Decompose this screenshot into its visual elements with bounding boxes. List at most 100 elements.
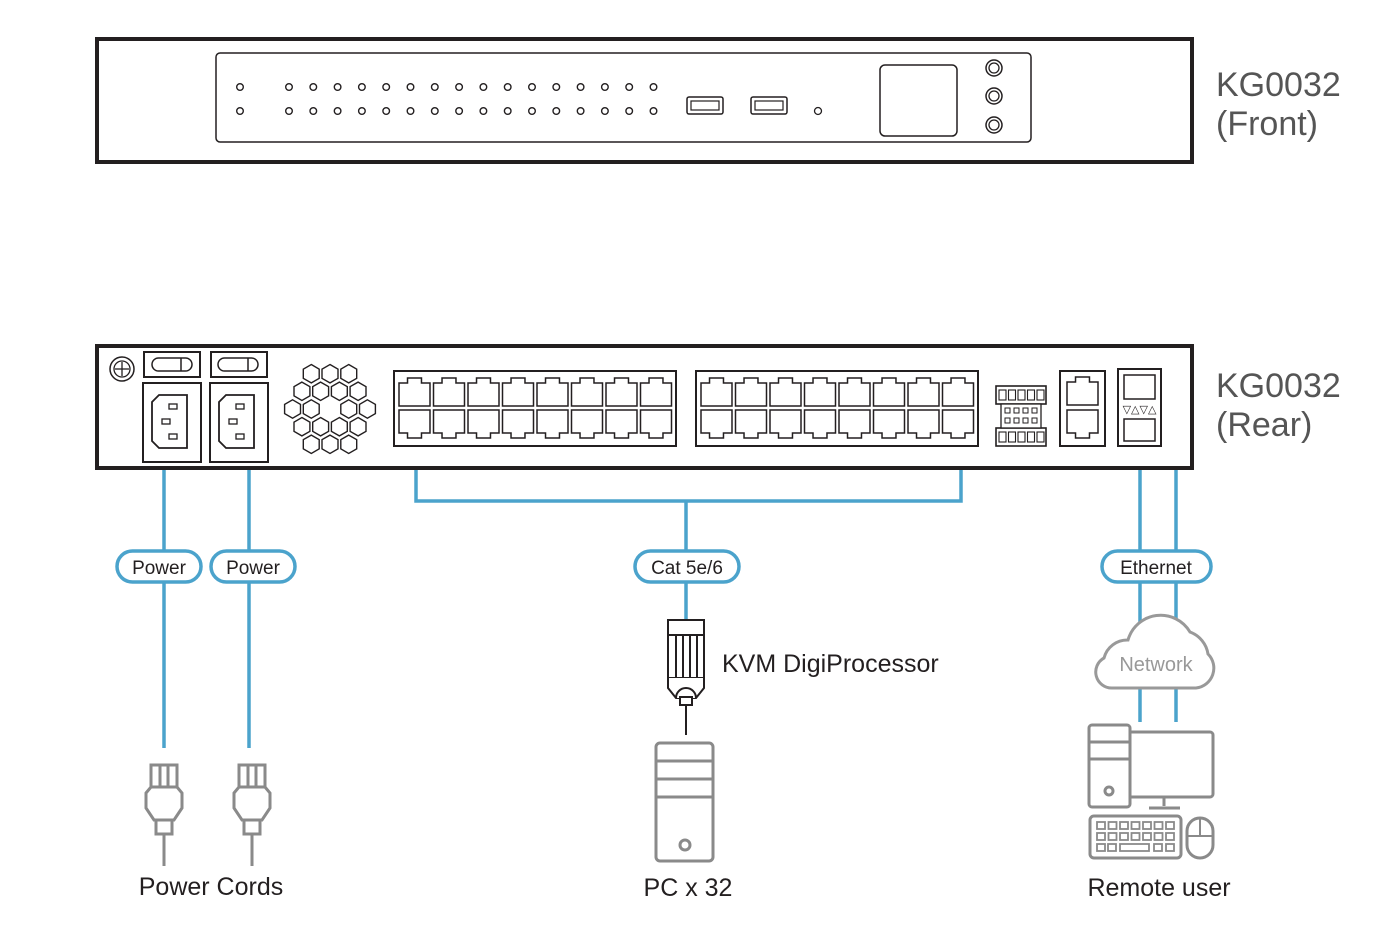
rj45-port [769,409,802,439]
kvm-adapter-label: KVM DigiProcessor [722,650,939,678]
fan-hex [321,363,339,384]
power-cords-label: Power Cords [139,873,284,901]
rj45-port [803,377,837,407]
fan-hex [349,416,367,437]
rj45-port [398,409,431,439]
rj45-port [467,377,500,407]
rj45-port [605,409,638,439]
cat-label: Cat 5e/6 [633,549,741,584]
front-led [625,82,634,91]
ethernet-label: Ethernet [1100,549,1213,584]
rear-model-label: KG0032 [1216,367,1341,405]
front-led [455,106,464,115]
fan-hex [302,363,320,384]
svg-text:Power: Power [132,558,187,579]
front-led [430,106,439,115]
led-port-block: ▽△▽△ [1117,368,1162,447]
rj45-port [536,377,569,407]
front-led [552,82,561,91]
keyboard-key [1165,832,1175,841]
front-led [333,82,342,91]
triangle-indicators-icon: ▽△▽△ [1123,404,1157,416]
front-led [649,106,658,115]
front-led [430,82,439,91]
power-switch-2 [210,351,268,378]
front-led-status [235,82,244,91]
fan-hex [321,434,339,455]
keyboard-key [1096,832,1106,841]
remote-user-label: Remote user [1087,874,1230,902]
rj45-ports [398,377,975,439]
svg-text:Power: Power [226,558,281,579]
power-inlet-icon [142,382,202,463]
rj45-port [501,409,535,439]
rj45-port [838,377,871,407]
rear-view-label: (Rear) [1216,406,1312,444]
fan-hex [312,381,330,402]
fan-hex [312,416,330,437]
front-led [382,106,391,115]
front-model-label: KG0032 [1216,66,1341,104]
rj45-port [700,409,733,439]
front-view-label: (Front) [1216,105,1318,143]
fan-hex [283,398,302,420]
lan-port-block [1059,370,1106,447]
power-inlet-icon [209,382,269,463]
keyboard-key [1130,821,1141,830]
rj45-port [1066,409,1099,439]
rj45-port [872,409,906,439]
front-led [455,82,464,91]
rj45-port [398,377,431,407]
front-led [552,106,561,115]
front-led [600,82,609,91]
keyboard-key [1165,821,1175,830]
keyboard-key [1142,832,1152,841]
reset-pinhole [813,106,823,116]
front-led [528,82,537,91]
rj45-port [536,409,569,439]
fan-hex [293,416,311,437]
kvm-adapter-icon [667,619,705,735]
lcd-display [879,64,958,137]
front-led [357,106,366,115]
usb-port-1-slot [690,100,720,111]
rj45-port [907,409,940,439]
rj45-port [432,377,466,407]
front-led [576,82,585,91]
rj45-port [907,377,940,407]
remote-workstation-icon [1087,723,1215,860]
keyboard-key [1096,821,1106,830]
keyboard-key [1153,821,1164,830]
rj45-port [639,409,673,439]
keyboard-spacebar [1119,843,1150,852]
fan-hex [302,434,320,455]
rj45-port [803,409,837,439]
front-led [406,82,415,91]
keyboard-key [1119,832,1129,841]
rj45-port [570,377,604,407]
fan-hex [293,381,311,402]
terminal-block [995,385,1047,447]
rj45-port [467,409,500,439]
fan-grill [283,363,377,455]
front-led [309,82,318,91]
front-led [285,106,294,115]
power-inlets [142,382,269,463]
keyboard-key [1142,821,1152,830]
svg-text:Cat 5e/6: Cat 5e/6 [651,558,723,579]
rj45-port [700,377,733,407]
rj45-port [605,377,638,407]
front-led-grid [235,82,658,115]
rj45-port [639,377,673,407]
front-buttons [985,59,1003,134]
power-cord-2-icon [232,763,272,866]
fan-hex [330,381,348,402]
front-led [576,106,585,115]
keyboard-key [1119,821,1129,830]
svg-text:Network: Network [1119,654,1193,676]
fan-hex [340,363,358,384]
pc-count-label: PC x 32 [644,874,733,902]
rj45-port [941,377,975,407]
fan-hex [358,398,377,420]
